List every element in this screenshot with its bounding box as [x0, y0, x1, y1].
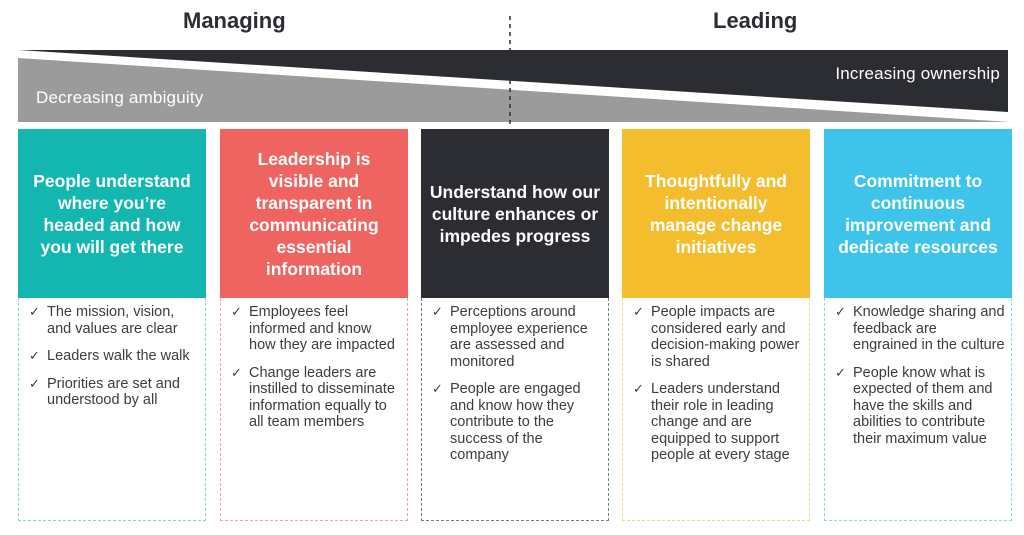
- checkmark-icon: ✓: [231, 364, 242, 380]
- list-item-text: Leaders walk the walk: [47, 348, 190, 364]
- list-item-text: Employees feel informed and know how the…: [249, 304, 395, 353]
- increasing-ownership-wedge: [18, 50, 1008, 112]
- checkmark-icon: ✓: [29, 375, 40, 391]
- pillar-title: Thoughtfully and intentionally manage ch…: [622, 129, 810, 298]
- pillar-columns: People understand where you’re headed an…: [18, 129, 1012, 521]
- list-item: ✓ People are engaged and know how they co…: [430, 381, 602, 464]
- checkmark-icon: ✓: [29, 304, 40, 319]
- list-item: ✓ Leaders walk the walk: [27, 348, 199, 365]
- checkmark-icon: ✓: [633, 381, 644, 396]
- leading-heading: Leading: [713, 8, 798, 33]
- checkmark-icon: ✓: [432, 304, 443, 319]
- pillar-details: ✓ Knowledge sharing and feedback are engr…: [824, 298, 1012, 521]
- managing-heading: Managing: [183, 8, 286, 33]
- pillar-column-culture: Understand how our culture enhances or i…: [421, 129, 609, 521]
- list-item-text: People are engaged and know how they con…: [450, 381, 581, 463]
- pillar-column-improvement: Commitment to continuous improvement and…: [824, 129, 1012, 521]
- ownership-ambiguity-wedges: [18, 16, 1010, 124]
- list-item: ✓ Priorities are set and understood by al…: [27, 376, 199, 409]
- pillar-column-leadership: Leadership is visible and transparent in…: [220, 129, 408, 521]
- increasing-ownership-label: Increasing ownership: [835, 64, 1000, 83]
- pillar-details: ✓ Perceptions around employee experience …: [421, 298, 609, 521]
- list-item: ✓ People know what is expected of them an…: [833, 365, 1005, 448]
- pillar-title: Leadership is visible and transparent in…: [220, 129, 408, 298]
- pillar-details: ✓ People impacts are considered early and…: [622, 298, 810, 521]
- decreasing-ambiguity-label: Decreasing ambiguity: [36, 88, 204, 107]
- list-item-text: People know what is expected of them and…: [853, 364, 993, 447]
- checkmark-icon: ✓: [835, 364, 846, 380]
- list-item-text: Knowledge sharing and feedback are engra…: [853, 304, 1005, 353]
- pillar-title: People understand where you’re headed an…: [18, 129, 206, 298]
- list-item: ✓ People impacts are considered early and…: [631, 304, 803, 370]
- list-item: ✓ Employees feel informed and know how th…: [229, 304, 401, 354]
- pillar-title: Commitment to continuous improvement and…: [824, 129, 1012, 298]
- pillar-details: ✓ The mission, vision, and values are cle…: [18, 298, 206, 521]
- pillar-details: ✓ Employees feel informed and know how th…: [220, 298, 408, 521]
- list-item: ✓ Leaders understand their role in leadin…: [631, 381, 803, 464]
- list-item-text: Change leaders are instilled to dissemin…: [249, 364, 395, 431]
- checkmark-icon: ✓: [29, 348, 40, 363]
- pillar-column-change: Thoughtfully and intentionally manage ch…: [622, 129, 810, 521]
- checkmark-icon: ✓: [432, 381, 443, 396]
- list-item-text: Priorities are set and understood by all: [47, 375, 180, 409]
- list-item: ✓ Knowledge sharing and feedback are engr…: [833, 304, 1005, 354]
- list-item: ✓ Perceptions around employee experience …: [430, 304, 602, 370]
- checkmark-icon: ✓: [231, 304, 242, 319]
- list-item-text: Perceptions around employee experience a…: [450, 304, 588, 370]
- pillar-column-direction: People understand where you’re headed an…: [18, 129, 206, 521]
- pillar-title: Understand how our culture enhances or i…: [421, 129, 609, 298]
- list-item-text: Leaders understand their role in leading…: [651, 381, 790, 463]
- list-item-text: The mission, vision, and values are clea…: [47, 304, 178, 337]
- list-item-text: People impacts are considered early and …: [651, 304, 800, 370]
- list-item: ✓ The mission, vision, and values are cle…: [27, 304, 199, 337]
- decreasing-ambiguity-wedge: [18, 58, 1010, 122]
- checkmark-icon: ✓: [835, 304, 846, 319]
- list-item: ✓ Change leaders are instilled to dissemi…: [229, 365, 401, 431]
- checkmark-icon: ✓: [633, 304, 644, 319]
